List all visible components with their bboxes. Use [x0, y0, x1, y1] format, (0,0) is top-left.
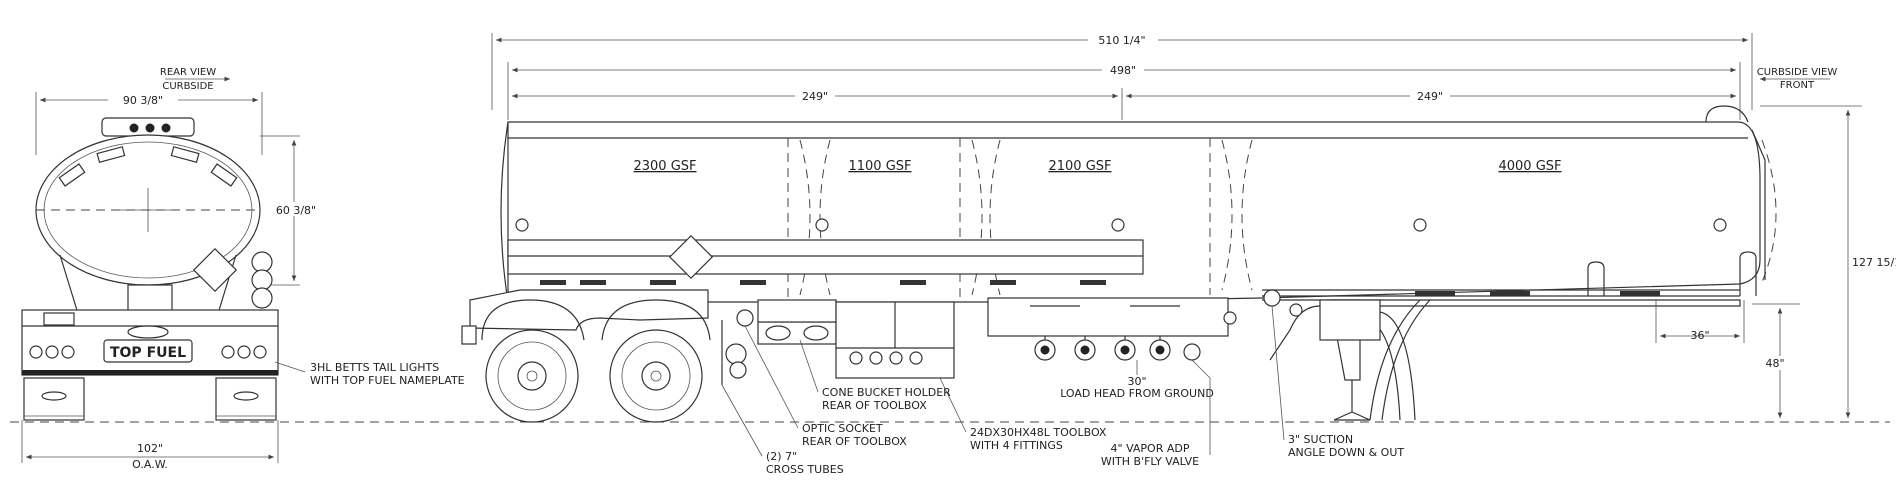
- compartment-1-label: 2300 GSF: [633, 159, 696, 174]
- front-half-dim: 249": [1417, 90, 1443, 103]
- side-view-subtitle: FRONT: [1780, 80, 1815, 91]
- overall-height-dim: 127 15/16": [1852, 256, 1896, 269]
- optic-socket-callout: OPTIC SOCKET: [802, 422, 883, 435]
- rear-axle-wheel: [485, 329, 579, 423]
- load-head-callout-2: LOAD HEAD FROM GROUND: [1060, 387, 1214, 400]
- cone-holder-callout: CONE BUCKET HOLDER: [822, 386, 951, 399]
- load-head-callout: 30": [1127, 375, 1146, 388]
- cone-holder-callout-2: REAR OF TOOLBOX: [822, 399, 927, 412]
- tail-lights-callout-2: WITH TOP FUEL NAMEPLATE: [310, 374, 465, 387]
- toolbox-callout: 24DX30HX48L TOOLBOX: [970, 426, 1107, 439]
- side-rail: [507, 239, 1144, 275]
- rear-frame: [469, 289, 709, 331]
- rear-view-title: REAR VIEW: [160, 67, 216, 78]
- tail-lights-callout: 3HL BETTS TAIL LIGHTS: [310, 361, 439, 374]
- kingpin-dim: 36": [1690, 329, 1709, 342]
- tank-length-dim: 498": [1110, 64, 1136, 77]
- suction-callout: 3" SUCTION: [1288, 433, 1353, 446]
- overall-length-dim: 510 1/4": [1098, 34, 1145, 47]
- compartment-2-label: 1100 GSF: [848, 159, 911, 174]
- oaw-label: O.A.W.: [132, 458, 168, 471]
- rear-half-dim: 249": [802, 90, 828, 103]
- suction-callout-2: ANGLE DOWN & OUT: [1288, 446, 1404, 459]
- top-fuel-nameplate: [103, 339, 193, 363]
- cross-tubes-callout-2: CROSS TUBES: [766, 463, 844, 476]
- toolbox-callout-2: WITH 4 FITTINGS: [970, 439, 1063, 452]
- vapor-adp-callout: 4" VAPOR ADP: [1111, 442, 1190, 455]
- load-valves: [1034, 336, 1171, 361]
- hazmat-placard: [668, 234, 714, 280]
- compartment-3-label: 2100 GSF: [1048, 159, 1111, 174]
- rear-height-dim: 60 3/8": [276, 204, 316, 217]
- rear-view: REAR VIEW CURBSIDE 90 3/8" 60 3/8": [21, 67, 465, 471]
- valve-cabinet: [987, 297, 1229, 337]
- compartment-4-label: 4000 GSF: [1498, 159, 1561, 174]
- oaw-dim: 102": [137, 442, 163, 455]
- rear-view-subtitle: CURBSIDE: [162, 81, 213, 92]
- cross-tubes-callout: (2) 7": [766, 450, 797, 463]
- side-view: 510 1/4" 498" 249" 249" CURBSIDE VIEW FR…: [461, 32, 1896, 476]
- fifth-wheel-height-dim: 48": [1765, 357, 1784, 370]
- side-view-title: CURBSIDE VIEW: [1757, 67, 1838, 78]
- rear-width-dim: 90 3/8": [123, 94, 163, 107]
- nameplate-text: TOP FUEL: [110, 345, 186, 361]
- optic-socket-callout-2: REAR OF TOOLBOX: [802, 435, 907, 448]
- vapor-adp-callout-2: WITH B'FLY VALVE: [1101, 455, 1199, 468]
- front-axle-wheel: [609, 329, 703, 423]
